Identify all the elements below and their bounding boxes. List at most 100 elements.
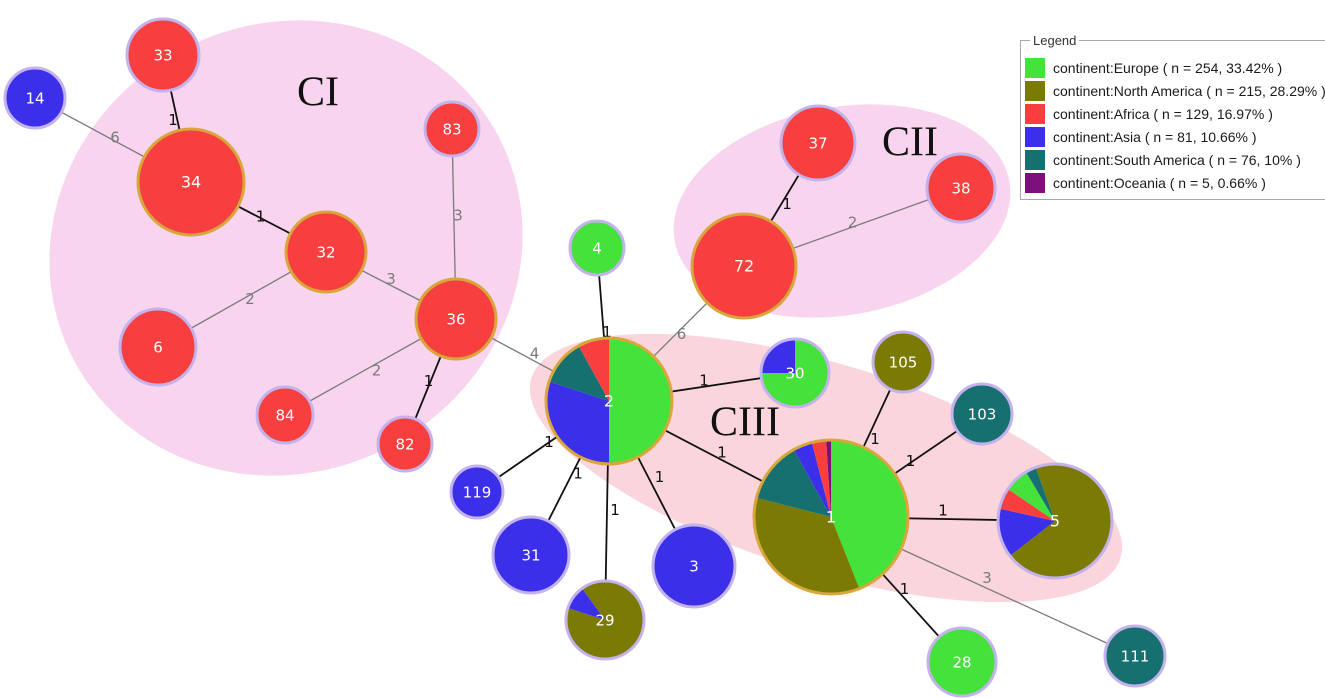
legend-item-oceania: continent:Oceania ( n = 5, 0.66% ) (1025, 172, 1325, 194)
node-label-37: 37 (808, 135, 827, 153)
node-5-slice-north-america (1009, 463, 1112, 578)
node-label-2: 2 (604, 392, 614, 411)
node-5-ring (996, 462, 1114, 580)
node-34-slice-africa (136, 127, 246, 237)
node-1[interactable]: 1 (752, 438, 910, 596)
node-2-slice-africa (578, 338, 609, 401)
legend-swatch (1025, 58, 1045, 78)
node-2[interactable]: 2 (544, 336, 674, 466)
node-2-slice-south-america (549, 345, 609, 401)
node-label-34: 34 (181, 173, 201, 192)
legend-swatch (1025, 150, 1045, 170)
node-label-33: 33 (153, 47, 172, 65)
node-83-slice-africa (423, 100, 481, 158)
legend-item-south-america: continent:South America ( n = 76, 10% ) (1025, 149, 1325, 171)
node-28-slice-europe (926, 626, 998, 698)
node-84[interactable]: 84 (255, 385, 315, 445)
node-4[interactable]: 4 (568, 219, 626, 277)
edge-label-32-36: 3 (386, 270, 396, 288)
node-14-slice-asia (3, 66, 67, 130)
edge-label-33-34: 1 (168, 111, 178, 129)
node-1-slice-europe (831, 440, 908, 589)
edge-label-1-5: 1 (938, 502, 948, 520)
node-33[interactable]: 33 (125, 17, 201, 93)
node-119[interactable]: 119 (449, 464, 505, 520)
node-32-slice-africa (284, 210, 368, 294)
legend-item-africa: continent:Africa ( n = 129, 16.97% ) (1025, 103, 1325, 125)
node-31[interactable]: 31 (491, 515, 571, 595)
node-29-ring (564, 579, 646, 661)
edge-label-103-1: 1 (906, 452, 916, 470)
node-1-slice-oceania (826, 440, 831, 517)
node-label-32: 32 (316, 244, 335, 262)
node-5[interactable]: 5 (996, 462, 1114, 580)
node-30[interactable]: 30 (759, 337, 831, 409)
node-3[interactable]: 3 (651, 523, 737, 609)
legend-title: Legend (1030, 33, 1080, 48)
legend-swatch (1025, 81, 1045, 101)
edge-label-2-29: 1 (610, 501, 620, 519)
legend-label: continent:South America ( n = 76, 10% ) (1053, 152, 1301, 168)
node-29[interactable]: 29 (564, 579, 646, 661)
node-105[interactable]: 105 (871, 330, 935, 394)
edge-label-38-72: 2 (848, 214, 858, 232)
legend-item-europe: continent:Europe ( n = 254, 33.42% ) (1025, 57, 1325, 79)
node-38[interactable]: 38 (925, 152, 997, 224)
node-4-slice-europe (568, 219, 626, 277)
node-37[interactable]: 37 (779, 104, 857, 182)
node-1-slice-africa (811, 440, 831, 517)
node-72[interactable]: 72 (690, 212, 798, 320)
node-83[interactable]: 83 (423, 100, 481, 158)
legend-label: continent:Africa ( n = 129, 16.97% ) (1053, 106, 1273, 122)
node-5-slice-europe (1007, 471, 1055, 521)
node-label-5: 5 (1050, 512, 1060, 531)
node-label-29: 29 (595, 612, 614, 630)
node-28[interactable]: 28 (926, 626, 998, 698)
edge-label-83-36: 3 (453, 207, 463, 225)
edge-label-36-84: 2 (372, 362, 382, 380)
node-label-111: 111 (1121, 648, 1150, 666)
node-119-slice-asia (449, 464, 505, 520)
node-1-ring (752, 438, 910, 596)
node-31-slice-asia (491, 515, 571, 595)
edge-label-105-1: 1 (870, 430, 880, 448)
node-105-slice-north-america (871, 330, 935, 394)
edge-label-2-3: 1 (655, 468, 665, 486)
edge-label-1-28: 1 (900, 580, 910, 598)
node-29-slice-asia (567, 588, 605, 620)
node-label-30: 30 (785, 365, 804, 383)
node-label-72: 72 (734, 257, 754, 276)
node-14[interactable]: 14 (3, 66, 67, 130)
edge-label-1-111: 3 (982, 569, 992, 587)
node-34[interactable]: 34 (136, 127, 246, 237)
node-103-slice-south-america (950, 382, 1014, 446)
node-36[interactable]: 36 (414, 277, 498, 361)
legend-item-asia: continent:Asia ( n = 81, 10.66% ) (1025, 126, 1325, 148)
node-111[interactable]: 111 (1103, 624, 1167, 688)
node-38-slice-africa (925, 152, 997, 224)
legend-label: continent:North America ( n = 215, 28.29… (1053, 83, 1325, 99)
legend-swatch (1025, 104, 1045, 124)
node-label-103: 103 (968, 406, 997, 424)
node-label-83: 83 (442, 121, 461, 139)
node-82[interactable]: 82 (376, 415, 434, 473)
node-6-slice-africa (118, 307, 198, 387)
node-32[interactable]: 32 (284, 210, 368, 294)
node-2-slice-asia (546, 381, 609, 464)
edge-label-2-30: 1 (699, 372, 709, 390)
node-label-6: 6 (153, 339, 163, 357)
node-label-28: 28 (952, 654, 971, 672)
node-label-119: 119 (463, 484, 492, 502)
node-5-slice-south-america (1025, 467, 1055, 521)
legend-label: continent:Asia ( n = 81, 10.66% ) (1053, 129, 1257, 145)
cluster-label-ci: CI (297, 70, 339, 116)
edge-label-36-82: 1 (424, 372, 434, 390)
edge-label-2-119: 1 (544, 433, 554, 451)
node-label-38: 38 (951, 180, 970, 198)
node-label-3: 3 (689, 558, 699, 576)
legend-item-north-america: continent:North America ( n = 215, 28.29… (1025, 80, 1325, 102)
node-6[interactable]: 6 (118, 307, 198, 387)
node-103[interactable]: 103 (950, 382, 1014, 446)
